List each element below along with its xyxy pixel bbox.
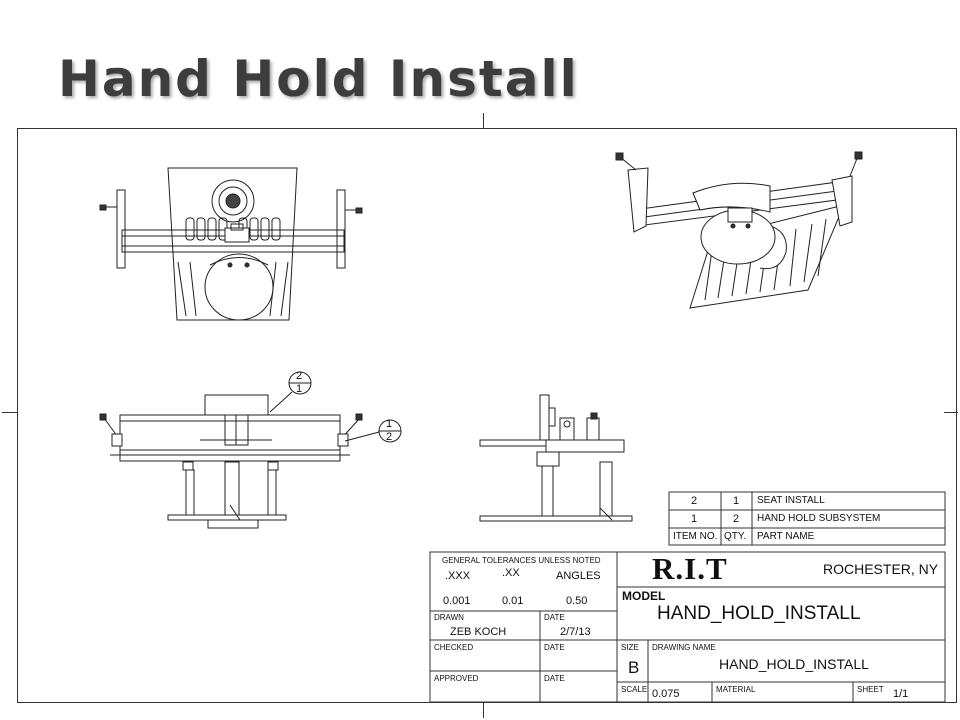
balloon-callout-right <box>344 419 402 443</box>
sheet-center-mark-right <box>944 412 958 413</box>
sheet-center-mark-left <box>2 412 17 413</box>
title-block <box>429 551 946 703</box>
scale-value: 0.075 <box>652 688 680 700</box>
tolerances-label: GENERAL TOLERANCES UNLESS NOTED <box>442 556 601 565</box>
model-value: HAND_HOLD_INSTALL <box>657 603 861 624</box>
balloon-right-bottom: 2 <box>386 431 393 443</box>
top-view <box>99 167 363 321</box>
drawing-name-value: HAND_HOLD_INSTALL <box>719 656 869 672</box>
bom-header-part: PART NAME <box>757 531 815 542</box>
side-view <box>479 394 633 522</box>
drawn-date-label: DATE <box>544 613 565 622</box>
tolerance-angles-label: ANGLES <box>556 570 601 582</box>
bom-row-1-qty: 1 <box>733 495 740 507</box>
balloon-callout-left <box>269 371 312 413</box>
size-value: B <box>628 658 640 677</box>
material-label: MATERIAL <box>716 685 756 694</box>
tolerance-xx-label: .XX <box>502 567 520 579</box>
checked-label: CHECKED <box>434 643 474 652</box>
bom-header-qty: QTY. <box>724 531 747 542</box>
bom-row-2-part: HAND HOLD SUBSYSTEM <box>757 513 881 524</box>
sheet-center-mark-bottom <box>483 703 484 718</box>
approved-label: APPROVED <box>434 674 479 683</box>
model-label: MODEL <box>622 589 666 603</box>
tolerance-xxx-value: 0.001 <box>443 595 471 607</box>
approved-date-label: DATE <box>544 674 565 683</box>
checked-date-label: DATE <box>544 643 565 652</box>
company-logo-text: R.I.T <box>652 551 728 586</box>
slide-title: Hand Hold Install <box>58 50 579 108</box>
balloon-left-bottom: 1 <box>296 383 303 395</box>
tolerance-xxx-label: .XXX <box>445 570 471 582</box>
balloon-right-top: 1 <box>386 418 393 430</box>
drawing-name-label: DRAWING NAME <box>652 643 716 652</box>
bom-header-item: ITEM NO. <box>673 531 718 542</box>
scale-label: SCALE <box>621 685 648 694</box>
bom-row-2-item: 1 <box>691 513 698 525</box>
bill-of-materials <box>668 491 946 546</box>
bom-row-1-item: 2 <box>691 495 698 507</box>
balloon-left-top: 2 <box>296 370 303 382</box>
sheet-label: SHEET <box>857 685 884 694</box>
bom-row-2-qty: 2 <box>733 513 740 525</box>
front-view <box>99 394 363 529</box>
company-location: ROCHESTER, NY <box>823 561 939 577</box>
bom-row-1-part: SEAT INSTALL <box>757 495 825 506</box>
drawn-label: DRAWN <box>434 613 464 622</box>
drawn-date-value: 2/7/13 <box>560 626 591 638</box>
tolerance-angles-value: 0.50 <box>566 595 588 607</box>
drawn-value: ZEB KOCH <box>450 626 507 638</box>
isometric-view <box>615 151 863 309</box>
size-label: SIZE <box>621 643 639 652</box>
tolerance-xx-value: 0.01 <box>502 595 524 607</box>
sheet-center-mark-top <box>483 113 484 128</box>
sheet-value: 1/1 <box>893 688 909 700</box>
